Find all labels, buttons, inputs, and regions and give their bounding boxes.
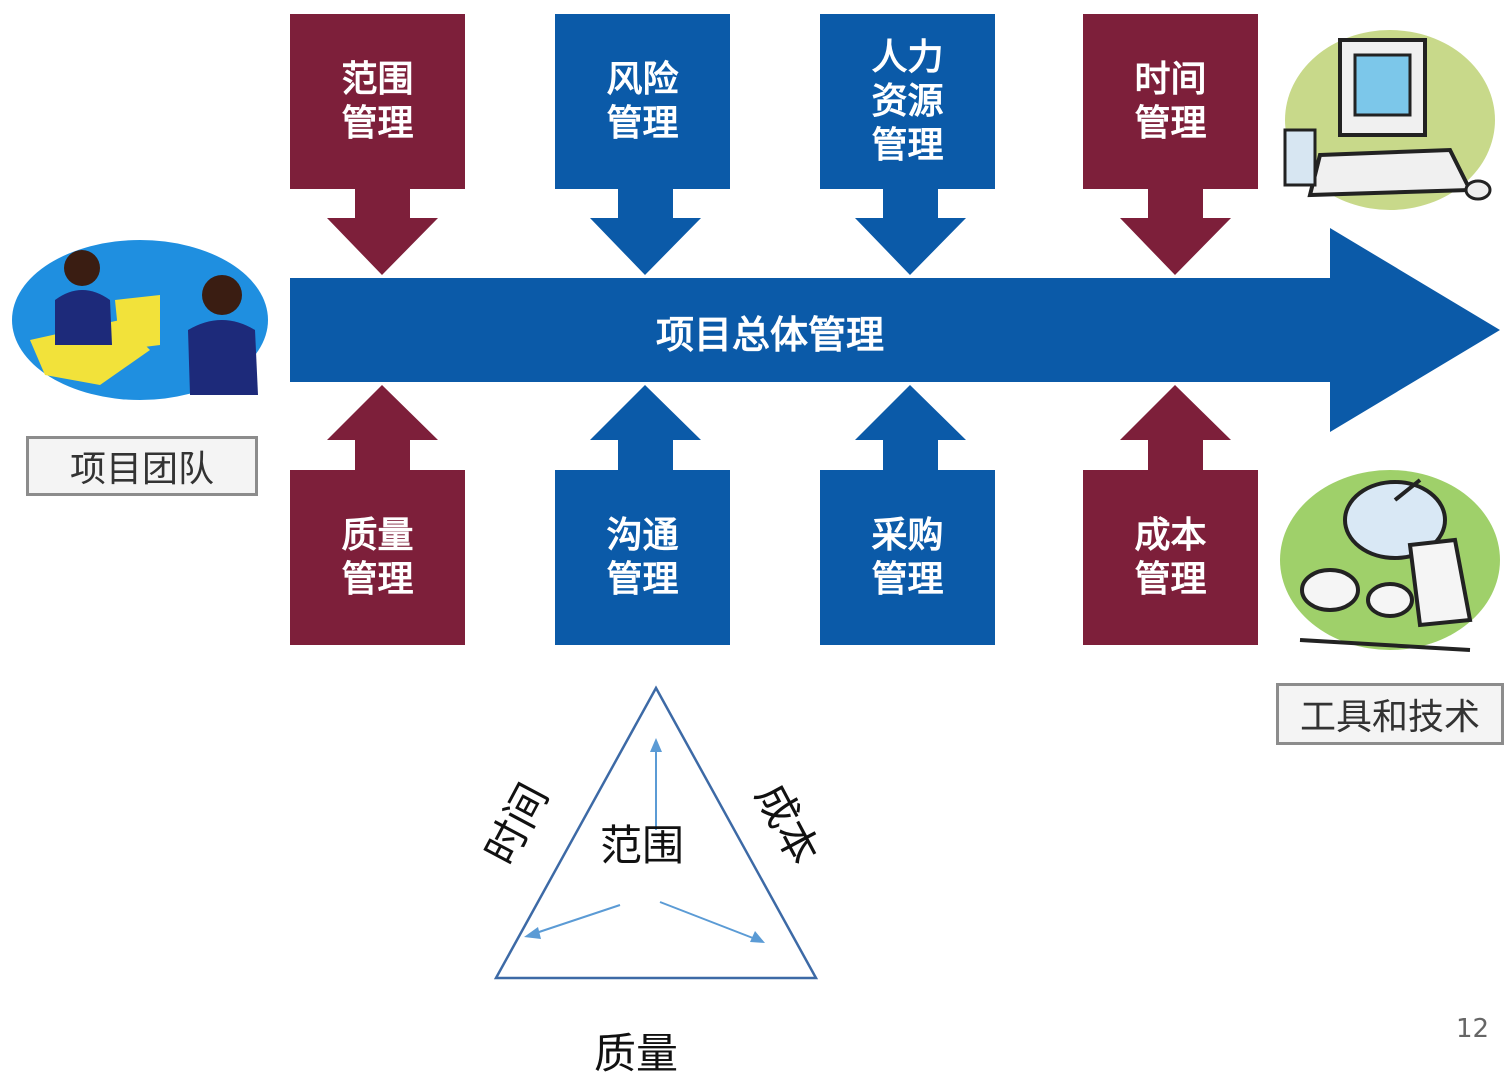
box-line: 时间 — [1134, 58, 1207, 100]
computer-icon — [1283, 30, 1495, 210]
triangle-center-label: 范围 — [600, 821, 685, 870]
down-arrow-hr — [855, 185, 966, 275]
tools-caption: 工具和技术 — [1276, 683, 1504, 745]
box-communication-management: 沟通 管理 — [555, 470, 730, 645]
up-arrow-communication — [590, 385, 701, 475]
arrow-to-right — [659, 901, 759, 941]
triangle-bottom-label: 质量 — [594, 1029, 679, 1078]
down-arrow-risk — [590, 185, 701, 275]
page-number: 12 — [1456, 1014, 1490, 1044]
team-meeting-icon — [12, 240, 268, 400]
box-line: 管理 — [606, 558, 679, 600]
arrow-to-left — [529, 904, 621, 936]
box-line: 人力 — [871, 36, 944, 78]
box-line: 成本 — [1134, 514, 1207, 556]
box-procurement-management: 采购 管理 — [820, 470, 995, 645]
box-line: 管理 — [1134, 558, 1207, 600]
up-arrow-quality — [327, 385, 438, 475]
main-arrow — [290, 228, 1500, 432]
box-line: 范围 — [341, 58, 414, 100]
box-line: 采购 — [871, 514, 944, 556]
box-line: 管理 — [606, 102, 679, 144]
box-line: 管理 — [341, 558, 414, 600]
box-line: 管理 — [871, 558, 944, 600]
team-caption: 项目团队 — [26, 436, 258, 496]
box-line: 资源 — [871, 80, 944, 122]
box-line: 风险 — [606, 58, 679, 100]
down-arrow-scope — [327, 185, 438, 275]
up-arrow-procurement — [855, 385, 966, 475]
arrowhead-right — [750, 931, 765, 943]
box-hr-management: 人力 资源 管理 — [820, 14, 995, 189]
arrowhead-left — [524, 927, 541, 939]
box-time-management: 时间 管理 — [1083, 14, 1258, 189]
integration-management-label: 项目总体管理 — [655, 313, 884, 357]
box-risk-management: 风险 管理 — [555, 14, 730, 189]
box-line: 管理 — [871, 124, 944, 166]
box-cost-management: 成本 管理 — [1083, 470, 1258, 645]
box-line: 质量 — [341, 514, 414, 556]
satellite-dish-icon — [1280, 470, 1500, 652]
box-scope-management: 范围 管理 — [290, 14, 465, 189]
triangle-outline — [493, 685, 819, 980]
up-arrow-cost — [1120, 385, 1231, 475]
box-line: 沟通 — [606, 514, 679, 556]
box-line: 管理 — [341, 102, 414, 144]
box-line: 管理 — [1134, 102, 1207, 144]
arrowhead-top — [650, 738, 662, 752]
down-arrow-time — [1120, 185, 1231, 275]
box-quality-management: 质量 管理 — [290, 470, 465, 645]
